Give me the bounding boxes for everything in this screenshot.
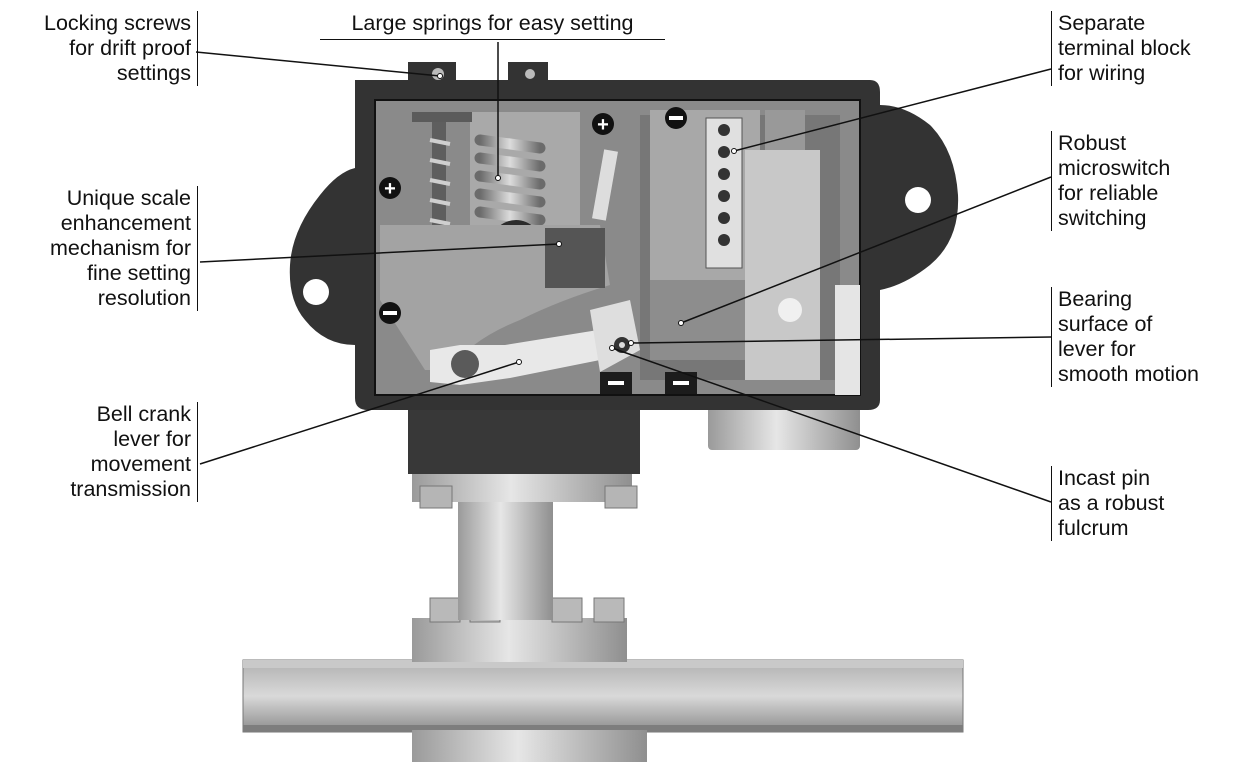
leader-scale-mechanism [199,243,560,263]
microswitch [650,110,820,380]
label-incast-pin: Incast pin as a robust fulcrum [1051,466,1164,541]
sensor-stem [408,408,640,620]
leader-lines [195,42,1052,503]
label-bearing-surface: Bearing surface of lever for smooth moti… [1051,287,1199,387]
leader-bearing-surface [630,336,1052,344]
leader-terminal-block [733,68,1052,152]
label-locking-screws: Locking screws for drift proof settings [44,11,198,86]
svg-text:+: + [597,114,609,136]
scale-mechanism-plate [380,149,618,370]
svg-text:+: + [384,178,396,200]
cable-gland [708,400,860,450]
leader-bell-crank [199,361,520,465]
leader-locking-screws [195,51,441,77]
label-large-springs: Large springs for easy setting [320,11,665,40]
label-microswitch: Robust microswitch for reliable switchin… [1051,131,1170,231]
leader-incast-pin [611,347,1052,503]
label-terminal-block: Separate terminal block for wiring [1051,11,1191,86]
terminal-block [650,110,760,280]
label-scale-mechanism: Unique scale enhancement mechanism for f… [50,186,198,311]
leader-endpoints [437,73,737,365]
process-connection-flange [242,597,964,762]
label-bell-crank: Bell crank lever for movement transmissi… [70,402,198,502]
adjustment-markers: + + [379,107,697,394]
leader-microswitch [680,176,1052,324]
